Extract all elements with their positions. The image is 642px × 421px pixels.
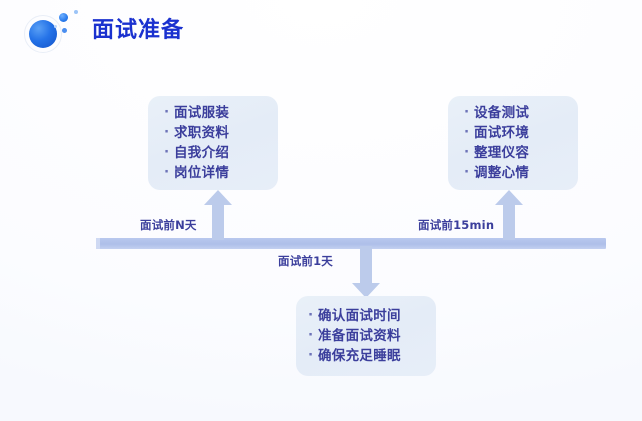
card-left-item: 自我介绍: [148, 142, 278, 163]
card-bottom-item: 确认面试时间: [296, 305, 436, 326]
arrow-up-left-icon: [203, 190, 233, 240]
card-right-item: 设备测试: [448, 102, 578, 123]
card-bottom[interactable]: 确认面试时间 准备面试资料 确保充足睡眠: [296, 296, 436, 376]
card-left-item: 求职资料: [148, 122, 278, 143]
logo-ring-icon: [24, 15, 62, 53]
card-right-item: 调整心情: [448, 162, 578, 183]
timeline-bar: [96, 238, 606, 249]
card-left[interactable]: 面试服装 求职资料 自我介绍 岗位详情: [148, 96, 278, 190]
logo-dot-tiny-icon: [54, 25, 57, 28]
slide-header: 面试准备: [0, 0, 642, 62]
arrow-down-center-icon: [351, 246, 381, 298]
card-right-item: 面试环境: [448, 122, 578, 143]
logo-dot-medium-icon: [62, 28, 67, 33]
logo-dot-small-icon: [74, 10, 78, 14]
timeline-label-center: 面试前1天: [278, 254, 334, 268]
card-right[interactable]: 设备测试 面试环境 整理仪容 调整心情: [448, 96, 578, 190]
card-left-item: 岗位详情: [148, 162, 278, 183]
timeline-start-cap: [96, 238, 100, 249]
logo-sphere-icon: [29, 20, 57, 48]
card-bottom-item: 确保充足睡眠: [296, 345, 436, 366]
logo-dot-large-icon: [59, 13, 68, 22]
page-title: 面试准备: [92, 18, 185, 43]
timeline-label-right: 面试前15min: [418, 218, 495, 232]
card-right-item: 整理仪容: [448, 142, 578, 163]
arrow-up-right-icon: [494, 190, 524, 240]
card-left-item: 面试服装: [148, 102, 278, 123]
timeline-label-left: 面试前N天: [140, 218, 197, 232]
card-bottom-item: 准备面试资料: [296, 325, 436, 346]
blue-sphere-logo-icon: [22, 8, 84, 56]
